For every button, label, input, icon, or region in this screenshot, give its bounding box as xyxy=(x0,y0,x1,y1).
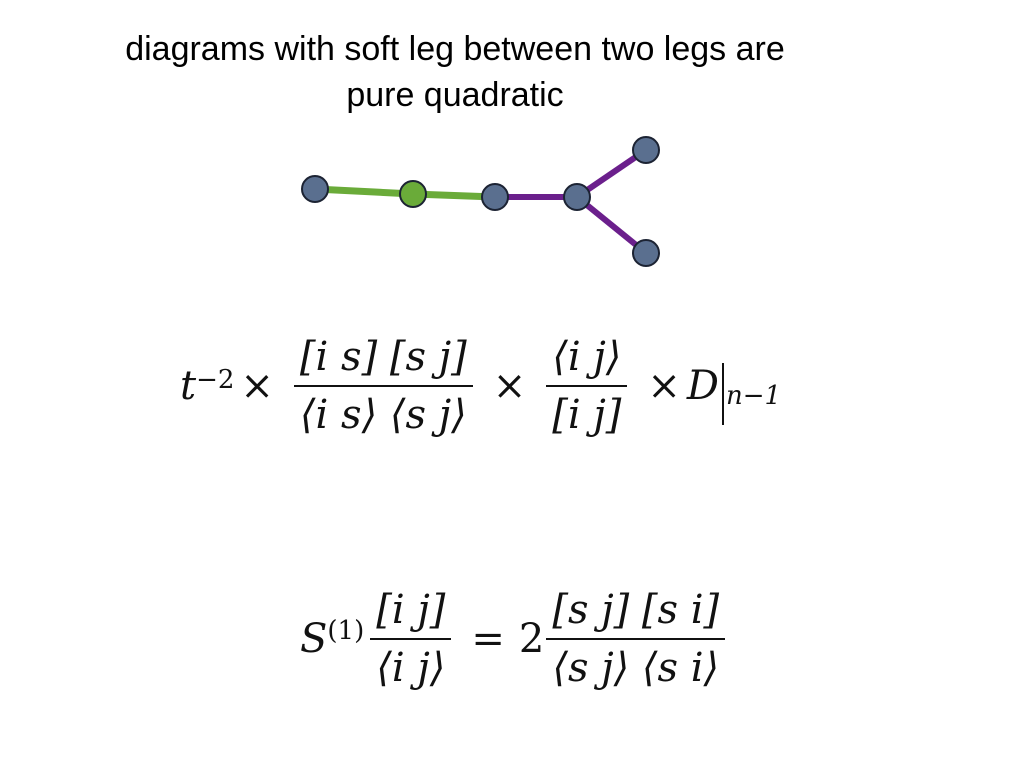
eq1-times-2: × xyxy=(492,363,527,409)
eq1-t-exponent: −2 xyxy=(196,365,235,395)
eq1-fraction-1: [i s] [s j] ⟨i s⟩ ⟨s j⟩ xyxy=(293,334,473,438)
title-line-1: diagrams with soft leg between two legs … xyxy=(125,30,785,68)
eq1-frac1-numerator: [i s] [s j] xyxy=(299,334,467,380)
node-4 xyxy=(563,183,591,211)
node-soft xyxy=(399,180,427,208)
equation-1: t−2 × [i s] [s j] ⟨i s⟩ ⟨s j⟩ × ⟨i j⟩ [i… xyxy=(180,335,781,437)
edge-hard-3 xyxy=(575,194,648,256)
slide-title: diagrams with soft leg between two legs … xyxy=(0,26,910,118)
eq2-equals: = xyxy=(471,616,505,662)
eq2-lhs-numerator: [i j] xyxy=(376,587,446,633)
eq1-frac2-denominator: [i j] xyxy=(552,392,622,438)
eq1-D-subscript: n−1 xyxy=(725,381,782,411)
title-line-2: pure quadratic xyxy=(346,76,564,114)
eq1-t: t xyxy=(180,363,197,409)
eq1-frac2-bar xyxy=(546,385,628,387)
equation-2: S(1) [i j] ⟨i j⟩ = 2 [s j] [s i] ⟨s j⟩ ⟨… xyxy=(300,588,739,690)
eq1-fraction-2: ⟨i j⟩ [i j] xyxy=(546,334,628,438)
eq2-rhs-numerator: [s j] [s i] xyxy=(552,587,720,633)
eq2-rhs-bar xyxy=(546,638,726,640)
eq1-frac2-numerator: ⟨i j⟩ xyxy=(552,334,622,380)
eq2-coefficient: 2 xyxy=(518,616,545,662)
eq1-times-3: × xyxy=(647,363,681,409)
node-5 xyxy=(632,136,660,164)
eq2-rhs-denominator: ⟨s j⟩ ⟨s i⟩ xyxy=(552,645,720,691)
eq1-frac1-denominator: ⟨i s⟩ ⟨s j⟩ xyxy=(299,392,467,438)
eq2-S: S xyxy=(300,616,328,662)
node-6 xyxy=(632,239,660,267)
eq1-evaluation-bar xyxy=(721,363,724,425)
eq2-S-superscript: (1) xyxy=(327,616,365,646)
eq1-times-1: × xyxy=(240,363,274,409)
node-3 xyxy=(481,183,509,211)
eq2-rhs-fraction: [s j] [s i] ⟨s j⟩ ⟨s i⟩ xyxy=(546,587,726,691)
eq2-lhs-denominator: ⟨i j⟩ xyxy=(376,645,446,691)
eq1-frac1-bar xyxy=(293,385,473,387)
eq1-D: D xyxy=(686,363,719,409)
node-1 xyxy=(301,175,329,203)
edge-soft-1 xyxy=(314,185,414,198)
eq2-lhs-bar xyxy=(370,638,452,640)
eq2-lhs-fraction: [i j] ⟨i j⟩ xyxy=(370,587,452,691)
